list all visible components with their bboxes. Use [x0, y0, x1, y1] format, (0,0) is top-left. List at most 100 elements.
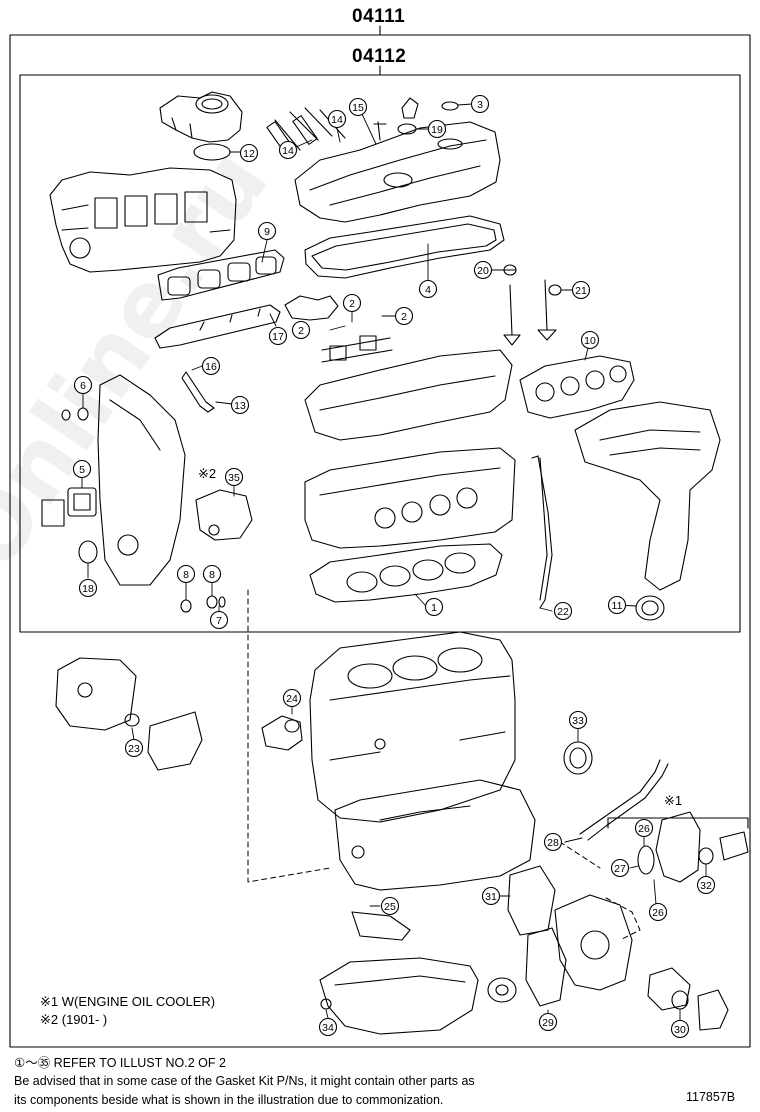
water-pump-gasket-29 — [525, 927, 567, 1007]
callout-circle — [224, 467, 244, 487]
callout-number: 19 — [431, 124, 443, 136]
callout-circle — [268, 326, 288, 346]
callout-number: 9 — [264, 226, 270, 238]
callout-12: 12 — [239, 143, 259, 163]
callout-number: 2 — [349, 298, 355, 310]
callout-26: 26 — [648, 902, 668, 922]
callout-number: 24 — [286, 693, 298, 705]
callout-34: 34 — [318, 1017, 338, 1037]
callout-18: 18 — [78, 578, 98, 598]
callout-circle — [291, 320, 311, 340]
throttle-body — [159, 91, 243, 143]
callout-number: 3 — [477, 99, 483, 111]
callout-circle — [73, 375, 93, 395]
callout-number: 25 — [384, 901, 396, 913]
callout-5: 5 — [72, 459, 92, 479]
intake-manifold — [49, 167, 237, 273]
callout-circle — [282, 688, 302, 708]
callout-circle — [696, 875, 716, 895]
callout-13: 13 — [230, 395, 250, 415]
callout-number: 1 — [431, 602, 437, 614]
o-ring-8a — [180, 599, 192, 613]
gasket-24 — [284, 719, 300, 733]
kit-outer-frame — [9, 34, 751, 1048]
exhaust-manifold — [574, 401, 721, 591]
callout-circle — [670, 1019, 690, 1039]
rear-plate — [55, 657, 137, 731]
intake-gasket — [157, 249, 285, 301]
callout-15: 15 — [348, 97, 368, 117]
note-engine-oil-cooler: ※1 W(ENGINE OIL COOLER) — [40, 994, 216, 1009]
callout-circle — [571, 280, 591, 300]
callout-20: 20 — [473, 260, 493, 280]
seal-23 — [124, 713, 140, 727]
oil-cooler-pipe — [579, 759, 669, 841]
callout-number: 20 — [477, 265, 489, 277]
callout-21: 21 — [571, 280, 591, 300]
oil-seal-33 — [563, 741, 593, 775]
callout-circle — [481, 886, 501, 906]
callout-number: 26 — [652, 907, 664, 919]
callout-circle — [543, 832, 563, 852]
callout-number: 29 — [542, 1017, 554, 1029]
head-gasket — [309, 543, 503, 603]
callout-24: 24 — [282, 688, 302, 708]
callout-30: 30 — [670, 1019, 690, 1039]
callout-number: 22 — [557, 606, 569, 618]
callout-number: 26 — [638, 823, 650, 835]
callout-number: 2 — [401, 311, 407, 323]
callout-28: 28 — [543, 832, 563, 852]
callout-circle — [202, 564, 222, 584]
callout-circle — [538, 1012, 558, 1032]
callout-11: 11 — [607, 595, 627, 615]
callout-circle — [553, 601, 573, 621]
oil-pan-lower — [319, 957, 479, 1035]
callout-27: 27 — [610, 858, 630, 878]
callout-number: 31 — [485, 891, 497, 903]
plug-seal-3 — [441, 101, 459, 111]
callout-circle — [427, 119, 447, 139]
oil-seal-retainer — [147, 711, 203, 771]
callout-8: 8 — [176, 564, 196, 584]
callout-1: 1 — [424, 597, 444, 617]
callout-22: 22 — [553, 601, 573, 621]
callout-circle — [648, 902, 668, 922]
water-outlet — [697, 989, 729, 1031]
valve-left — [503, 284, 521, 346]
callout-31: 31 — [481, 886, 501, 906]
callout-circle — [380, 896, 400, 916]
callout-number: 12 — [243, 148, 255, 160]
kit-code-outer: 04111 — [352, 6, 406, 27]
kit-inner-frame — [19, 74, 741, 633]
callout-35: 35 — [224, 467, 244, 487]
callout-26: 26 — [634, 818, 654, 838]
callout-circle — [124, 738, 144, 758]
note-date-range: ※2 (1901- ) — [40, 1012, 108, 1027]
callout-circle — [72, 459, 92, 479]
callout-number: 14 — [331, 114, 343, 126]
callout-2: 2 — [291, 320, 311, 340]
oil-pan-upper — [334, 779, 536, 891]
callout-number: 23 — [128, 743, 140, 755]
callout-circle — [278, 140, 298, 160]
callout-circle — [470, 94, 490, 114]
callout-circle — [568, 710, 588, 730]
callout-16: 16 — [201, 356, 221, 376]
callout-circle — [473, 260, 493, 280]
callout-circle — [424, 597, 444, 617]
callout-number: 8 — [183, 569, 189, 581]
head-cover-gasket — [304, 215, 505, 279]
callout-number: 2 — [298, 325, 304, 337]
callout-number: 11 — [612, 600, 623, 612]
gasket-30 — [671, 990, 689, 1010]
kit-code-inner: 04112 — [352, 46, 407, 67]
callout-7: 7 — [209, 610, 229, 630]
o-ring-27 — [637, 845, 655, 875]
seal-18 — [78, 540, 98, 564]
advisory-line-2: its components beside what is shown in t… — [14, 1093, 444, 1107]
callout-number: 16 — [205, 361, 217, 373]
callout-10: 10 — [580, 330, 600, 350]
callout-number: 8 — [209, 569, 215, 581]
